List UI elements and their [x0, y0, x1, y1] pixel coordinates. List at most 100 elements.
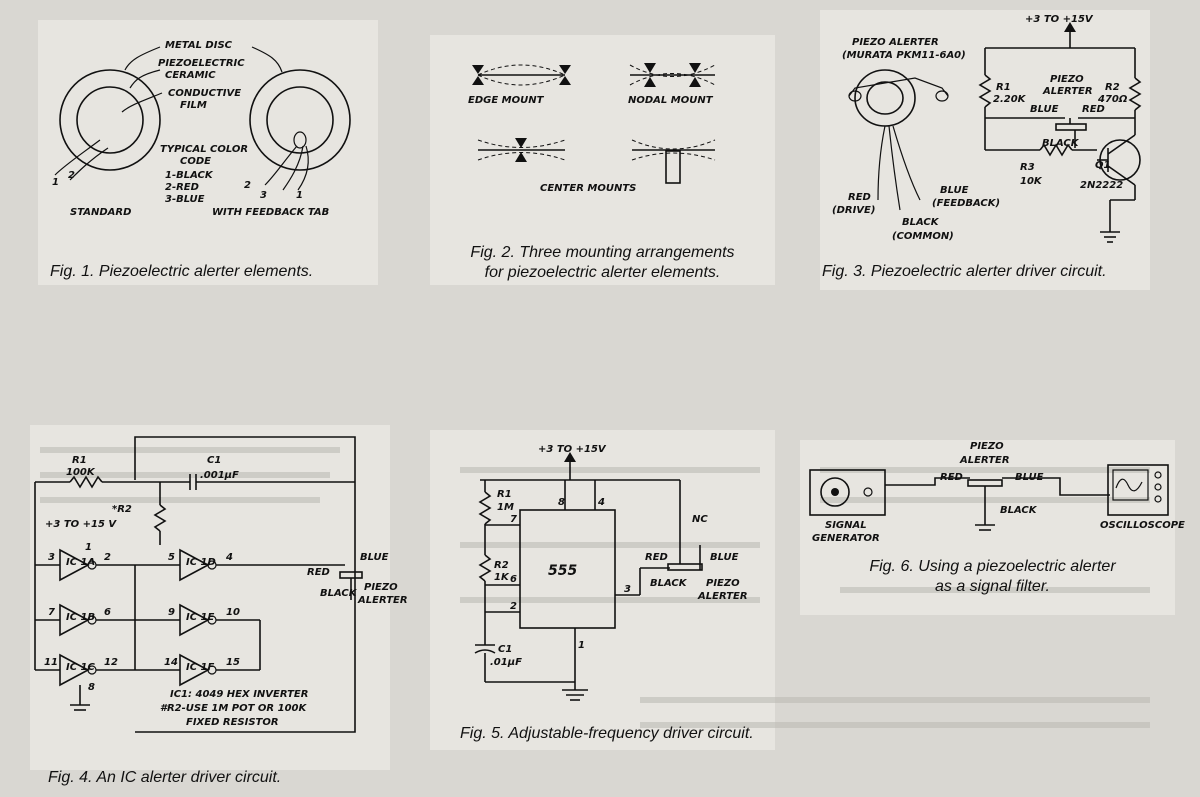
fig4-label-pz2: ALERTER — [357, 595, 408, 606]
fig4-label-supply: +3 TO +15 V — [45, 519, 117, 530]
fig5-label-chip: 555 — [548, 563, 577, 579]
bleed-through-texture — [40, 447, 1150, 728]
fig6-label-pz1: PIEZO — [970, 441, 1004, 452]
fig1-drawing: METAL DISC PIEZOELECTRIC CERAMIC CONDUCT… — [52, 40, 351, 218]
fig2-label-center: CENTER MOUNTS — [540, 183, 636, 194]
fig4-note-1: IC1: 4049 HEX INVERTER — [170, 689, 308, 700]
fig1-label-code1: TYPICAL COLOR — [160, 144, 248, 155]
fig3-label-black-c2: (COMMON) — [892, 231, 954, 242]
fig3-label-red-drive2: (DRIVE) — [832, 205, 875, 216]
fig5-pin-6: 6 — [510, 574, 517, 585]
fig5-pin-8: 8 — [558, 497, 565, 508]
fig4-pin-3: 3 — [48, 552, 55, 563]
fig3-label-black: BLACK — [1042, 138, 1080, 149]
fig5-label-supply: +3 TO +15V — [538, 444, 607, 455]
fig3-label-blue-fb2: (FEEDBACK) — [932, 198, 1000, 209]
fig5-pin-1: 1 — [578, 640, 585, 651]
fig3-drawing: +3 TO +15V PIEZO ALERTER (MURATA PKM11-6… — [832, 14, 1142, 243]
fig3-label-q1v: 2N2222 — [1080, 180, 1123, 191]
fig4-note-3: FIXED RESISTOR — [186, 717, 279, 728]
fig4-pin-5: 5 — [168, 552, 175, 563]
fig5-pin-3: 3 — [624, 584, 631, 595]
fig3-label-r2v: 470Ω — [1097, 94, 1128, 105]
fig1-num-2b: 2 — [244, 180, 251, 191]
fig5-label-nc: NC — [692, 514, 708, 525]
fig5-label-r1: R1 — [497, 489, 512, 500]
fig6-label-osc: OSCILLOSCOPE — [1100, 520, 1185, 531]
fig4-pin-11: 11 — [44, 657, 58, 668]
fig1-label-piezo2: CERAMIC — [165, 70, 216, 81]
fig5-drawing: +3 TO +15V R1 1M R2 1K C1 .01µF 555 8 4 … — [474, 444, 748, 701]
fig4-drawing: R1 100K C1 .001µF *R2 +3 TO +15 V IC 1A … — [34, 436, 408, 733]
fig1-label-code5: 3-BLUE — [165, 194, 205, 205]
fig4-caption: Fig. 4. An IC alerter driver circuit. — [48, 769, 282, 786]
fig5-label-r1v: 1M — [497, 502, 514, 513]
fig4-label-ic1c: IC 1C — [66, 662, 95, 673]
fig1-num-3: 3 — [260, 190, 267, 201]
fig1-panel — [38, 20, 378, 285]
fig1-num-2: 2 — [68, 170, 75, 181]
fig4-pin-10: 10 — [226, 607, 240, 618]
fig5-label-pz2: ALERTER — [697, 591, 748, 602]
fig5-pin-7: 7 — [510, 514, 517, 525]
fig4-pin-4: 4 — [225, 552, 233, 563]
fig4-label-blue: BLUE — [360, 552, 389, 563]
fig6-caption-line1: Fig. 6. Using a piezoelectric alerter — [869, 558, 1116, 575]
fig4-label-ic1a: IC 1A — [66, 557, 95, 568]
fig1-label-code4: 2-RED — [165, 182, 199, 193]
fig4-label-ic1f: IC 1F — [186, 662, 214, 673]
fig3-label-r2: R2 — [1105, 82, 1120, 93]
fig1-label-piezo1: PIEZOELECTRIC — [158, 58, 245, 69]
fig4-pin-6: 6 — [104, 607, 111, 618]
fig4-label-r2: *R2 — [112, 504, 132, 515]
fig3-label-blue: BLUE — [1030, 104, 1059, 115]
fig6-caption-line2: as a signal filter. — [934, 578, 1050, 595]
fig6-label-pz2: ALERTER — [959, 455, 1010, 466]
fig4-pin-1: 1 — [85, 542, 92, 553]
fig4-pin-2: 2 — [104, 552, 111, 563]
fig6-label-red: RED — [940, 472, 963, 483]
fig3-label-piezo-alerter: PIEZO ALERTER — [852, 37, 939, 48]
fig4-pin-8: 8 — [88, 682, 95, 693]
fig1-label-film2: FILM — [180, 100, 207, 111]
fig5-label-pz1: PIEZO — [706, 578, 740, 589]
fig4-label-ic1b: IC 1B — [66, 612, 95, 623]
fig3-label-murata: (MURATA PKM11-6A0) — [842, 50, 966, 61]
fig1-num-1: 1 — [52, 177, 59, 188]
fig3-label-r3: R3 — [1020, 162, 1035, 173]
fig4-label-pz1: PIEZO — [364, 582, 398, 593]
fig3-label-pz1: PIEZO — [1050, 74, 1084, 85]
fig4-label-ic1e: IC 1E — [186, 612, 214, 623]
fig4-pin-12: 12 — [104, 657, 118, 668]
fig5-caption: Fig. 5. Adjustable-frequency driver circ… — [460, 725, 754, 742]
fig3-label-r1v: 2.20K — [993, 94, 1027, 105]
fig1-label-metal-disc: METAL DISC — [165, 40, 233, 51]
fig3-label-red-drive1: RED — [848, 192, 871, 203]
fig2-caption-line1: Fig. 2. Three mounting arrangements — [470, 244, 735, 261]
fig4-pin-14: 14 — [164, 657, 178, 668]
fig4-note-2: #R2-USE 1M POT OR 100K — [160, 703, 307, 714]
fig6-drawing: PIEZO ALERTER RED BLUE BLACK SIGNAL GENE… — [809, 441, 1185, 544]
fig5-label-red: RED — [645, 552, 668, 563]
fig2-caption-line2: for piezoelectric alerter elements. — [484, 264, 721, 281]
fig6-label-sg1: SIGNAL — [825, 520, 867, 531]
fig4-pin-9: 9 — [168, 607, 175, 618]
fig4-pin-15: 15 — [226, 657, 240, 668]
fig5-label-c1: C1 — [498, 644, 512, 655]
fig2-label-edge: EDGE MOUNT — [468, 95, 545, 106]
fig4-label-ic1d: IC 1D — [186, 557, 216, 568]
fig4-label-r1v: 100K — [66, 467, 96, 478]
fig3-caption: Fig. 3. Piezoelectric alerter driver cir… — [822, 263, 1107, 280]
fig3-label-r1: R1 — [996, 82, 1011, 93]
fig3-label-pz2: ALERTER — [1042, 86, 1093, 97]
fig6-label-blue: BLUE — [1015, 472, 1044, 483]
fig1-label-code2: CODE — [180, 156, 211, 167]
fig3-label-red: RED — [1082, 104, 1105, 115]
fig2-label-nodal: NODAL MOUNT — [628, 95, 714, 106]
fig2-panel — [430, 35, 775, 285]
fig4-label-c1v: .001µF — [200, 470, 239, 481]
fig5-label-black: BLACK — [650, 578, 688, 589]
fig4-label-c1: C1 — [207, 455, 221, 466]
fig5-label-r2v: 1K — [494, 572, 510, 583]
